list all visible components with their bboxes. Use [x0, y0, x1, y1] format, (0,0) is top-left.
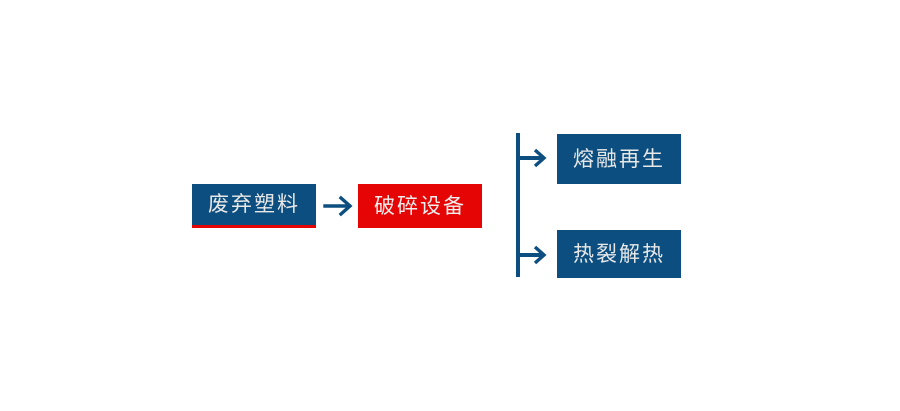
bracket-split-connector — [510, 126, 564, 286]
arrow-input-to-process — [322, 188, 358, 224]
flow-node-output-top-label: 熔融再生 — [573, 147, 665, 171]
flow-node-output-top[interactable]: 熔融再生 — [557, 134, 681, 184]
flow-node-output-bottom[interactable]: 热裂解热 — [557, 230, 681, 278]
flow-node-input[interactable]: 废弃塑料 — [192, 184, 316, 228]
flow-node-output-bottom-label: 热裂解热 — [573, 242, 665, 266]
flow-node-process-label: 破碎设备 — [374, 194, 466, 218]
flow-node-process[interactable]: 破碎设备 — [358, 184, 482, 228]
flow-node-input-label: 废弃塑料 — [208, 193, 300, 216]
